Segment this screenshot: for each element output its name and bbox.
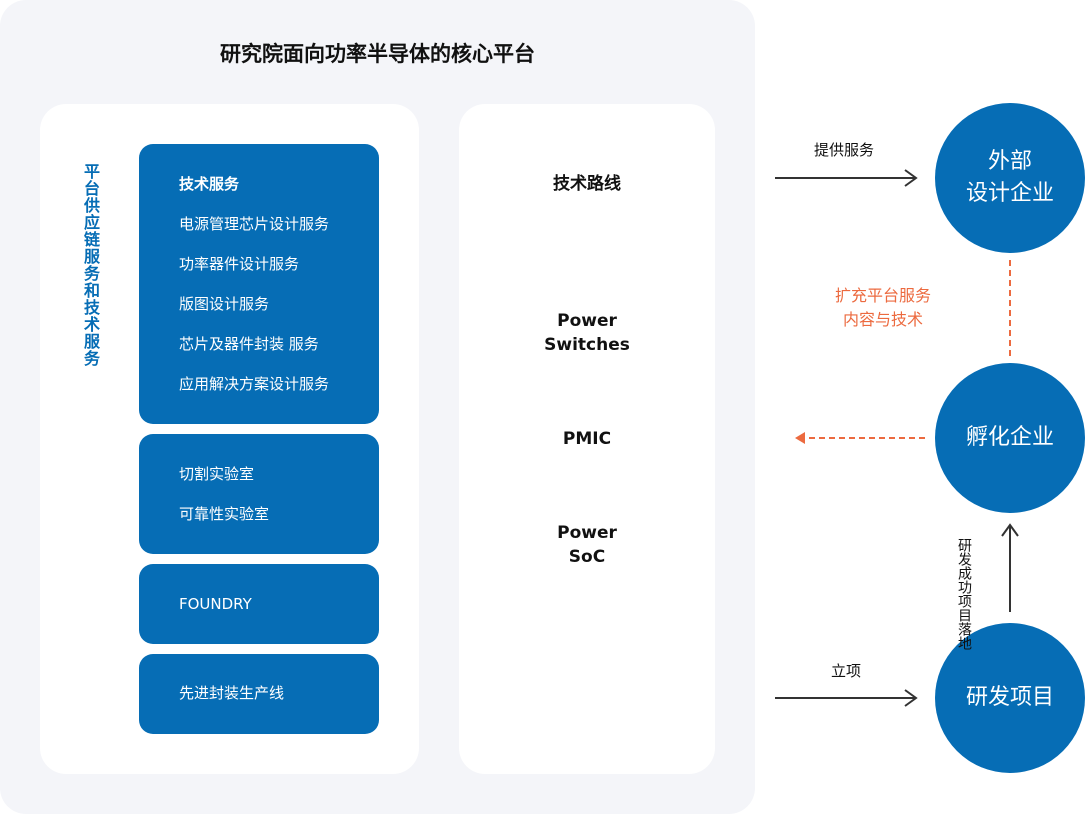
box-heading: 技术服务	[179, 175, 240, 193]
supply-chain-label: 平台供应链服务和技术服务	[81, 163, 100, 367]
service-item: 版图设计服务	[179, 295, 270, 313]
external-design-company-node: 外部设计企业	[935, 103, 1085, 253]
success-label: 研发成功项目落地	[955, 538, 973, 650]
roadmap-line: SoC	[568, 547, 606, 567]
success-text: 研发成功	[956, 538, 972, 594]
lab-box: 切割实验室 可靠性实验室	[139, 434, 379, 554]
lab-item: 可靠性实验室	[179, 505, 270, 523]
rd-project-node: 研发项目	[935, 623, 1085, 773]
service-item: 应用解决方案设计服务	[179, 375, 330, 393]
roadmap-item: PMIC	[459, 427, 715, 451]
packaging-item: 先进封装生产线	[179, 684, 285, 702]
initiate-label: 立项	[831, 662, 862, 680]
roadmap-heading: 技术路线	[553, 174, 621, 194]
provide-label: 提供服务	[814, 141, 875, 159]
roadmap-line: PMIC	[562, 429, 612, 449]
tech-services-box: 技术服务 电源管理芯片设计服务 功率器件设计服务 版图设计服务 芯片及器件封装 …	[139, 144, 379, 424]
landing-text: 项目落地	[956, 594, 972, 650]
node-line: 外部	[987, 149, 1032, 174]
node-line: 设计企业	[965, 181, 1054, 206]
roadmap-line: Switches	[544, 335, 630, 355]
lab-item: 切割实验室	[179, 465, 255, 483]
incubated-company-node: 孵化企业	[935, 363, 1085, 513]
expand-line: 扩充平台服务	[834, 286, 931, 305]
service-item: 功率器件设计服务	[179, 255, 300, 273]
page-title: 研究院面向功率半导体的核心平台	[220, 42, 535, 66]
foundry-item: FOUNDRY	[179, 595, 252, 613]
node-line: 孵化企业	[965, 425, 1054, 450]
roadmap-line: Power	[557, 523, 617, 543]
packaging-box: 先进封装生产线	[139, 654, 379, 734]
roadmap-line: Power	[557, 311, 617, 331]
service-item: 电源管理芯片设计服务	[179, 215, 330, 233]
foundry-box: FOUNDRY	[139, 564, 379, 644]
service-item: 芯片及器件封装 服务	[179, 335, 319, 353]
node-line: 研发项目	[965, 685, 1054, 710]
tech-roadmap-card	[459, 104, 715, 774]
expand-label: 扩充平台服务内容与技术	[820, 284, 946, 332]
expand-line: 内容与技术	[842, 310, 923, 329]
